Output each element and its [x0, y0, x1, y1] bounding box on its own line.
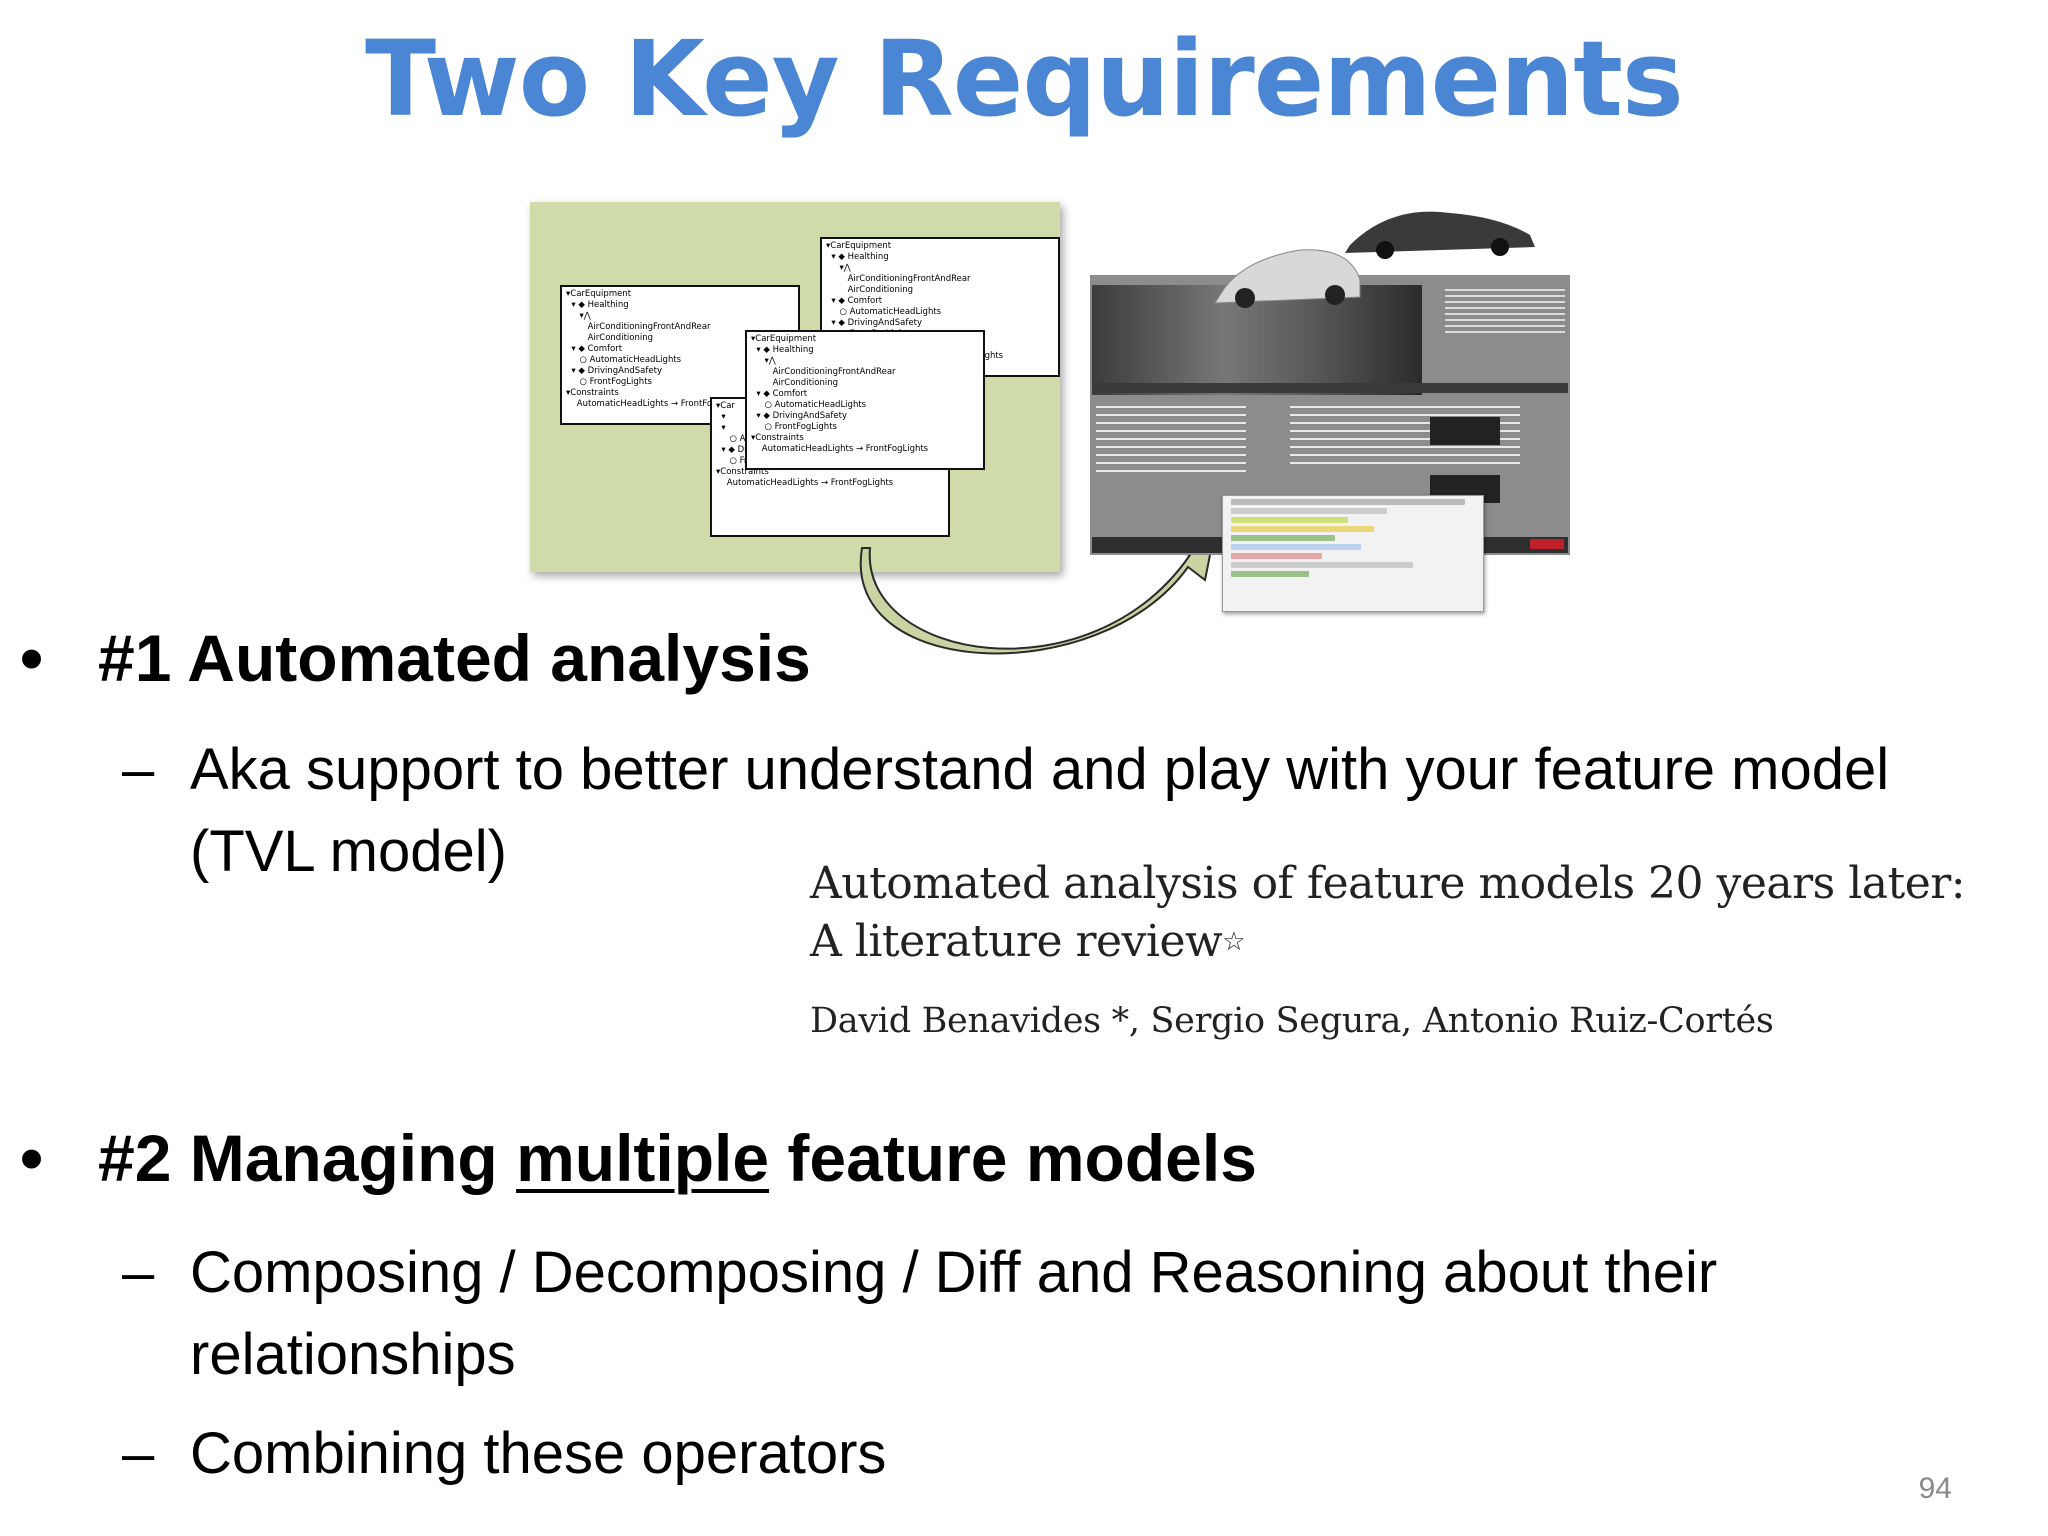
- feature-tree-line: ○ FrontFogLights: [751, 422, 837, 432]
- feature-tree-line: AirConditioning: [826, 285, 913, 295]
- star-footnote-icon: ☆: [1222, 927, 1245, 957]
- bullet-text: #1 Automated analysis: [98, 621, 811, 695]
- feature-tree-line: ▾Constraints: [566, 388, 619, 398]
- dash-marker: –: [122, 1240, 155, 1305]
- car-interior-photo: [1092, 285, 1422, 395]
- feature-tree-line: AirConditioningFrontAndRear: [566, 322, 711, 332]
- car-icon: [1214, 211, 1535, 308]
- page-number: 94: [1918, 1472, 1952, 1505]
- feature-tree-line: ○ AutomaticHeadLights: [751, 400, 867, 410]
- feature-tree-line: AirConditioningFrontAndRear: [826, 274, 971, 284]
- dash-marker: –: [122, 737, 155, 802]
- feature-tree-line: ▾Car: [716, 401, 735, 411]
- option-thumbnail: [1430, 417, 1500, 445]
- slide-title: Two Key Requirements: [365, 18, 1684, 140]
- paper-title: Automated analysis of feature models 20 …: [810, 858, 1966, 967]
- bullet-marker: •: [20, 621, 44, 695]
- feature-tree-line: ▾ ◆ Comfort: [566, 344, 623, 354]
- feature-tree-line: ▾⋀: [566, 311, 591, 321]
- sub-bullet-text: Combining these operators: [190, 1421, 887, 1486]
- paper-authors: David Benavides *, Sergio Segura, Antoni…: [810, 1001, 1774, 1041]
- options-detail-list: [1290, 400, 1520, 510]
- feature-tree-line: ▾⋀: [751, 356, 776, 366]
- feature-tree-line: ▾CarEquipment: [566, 289, 632, 299]
- feature-tree-line: ▾ ◆ Healthing: [826, 252, 889, 262]
- feature-model-card: ▾CarEquipment ▾ ◆ Healthing ▾⋀ AirCondit…: [745, 330, 985, 470]
- feature-tree-line: ▾⋀: [826, 263, 851, 273]
- bullet-text: #2 Managing multiple feature models: [98, 1121, 1257, 1195]
- feature-tree-line: ▾Constraints: [716, 467, 769, 477]
- sub-bullet-text: Composing / Decomposing / Diff and Reaso…: [190, 1240, 1718, 1387]
- feature-tree-line: ▾ ◆ DrivingAndSafety: [566, 366, 662, 376]
- feature-tree-line: ○ AutomaticHeadLights: [826, 307, 942, 317]
- feature-tree-line: ▾ ◆ Healthing: [751, 345, 814, 355]
- feature-tree-line: AirConditioning: [566, 333, 653, 343]
- feature-tree-line: ○ AutomaticHeadLights: [566, 355, 682, 365]
- feature-tree-line: ▾ ◆ DrivingAndSafety: [826, 318, 922, 328]
- feature-tree-line: ▾ ◆ DrivingAndSafety: [751, 411, 847, 421]
- feature-tree-line: AutomaticHeadLights → FrontFogLights: [566, 399, 744, 409]
- feature-tree-line: AutomaticHeadLights → FrontFogLights: [716, 478, 894, 488]
- feature-tree-line: AutomaticHeadLights → FrontFogLights: [751, 444, 929, 454]
- feature-tree-line: AirConditioning: [751, 378, 838, 388]
- feature-tree-line: ▾ ◆ Healthing: [566, 300, 629, 310]
- ide-screenshot: [1222, 495, 1484, 612]
- feature-tree-line: AirConditioningFrontAndRear: [751, 367, 896, 377]
- feature-model-panel: ▾CarEquipment ▾ ◆ Healthing ▾⋀ AirCondit…: [530, 202, 1060, 572]
- paper-citation: Automated analysis of feature models 20 …: [810, 855, 1990, 1075]
- feature-tree-line: ▾CarEquipment: [826, 241, 892, 251]
- feature-tree-line: ▾: [716, 423, 726, 433]
- feature-tree-line: ▾CarEquipment: [751, 334, 817, 344]
- feature-tree-line: ▾ ◆ Comfort: [826, 296, 883, 306]
- next-button: [1530, 539, 1564, 549]
- spec-summary: [1445, 285, 1565, 355]
- options-list: [1096, 400, 1246, 510]
- bullet-marker: •: [20, 1121, 44, 1195]
- feature-tree-line: ▾Constraints: [751, 433, 804, 443]
- feature-tree-line: ▾ ◆ Comfort: [751, 389, 808, 399]
- dash-marker: –: [122, 1421, 155, 1486]
- feature-tree-line: ○ FrontFogLights: [566, 377, 652, 387]
- feature-tree-line: ▾: [716, 412, 726, 422]
- sub-bullet-text: Aka support to better understand and pla…: [190, 737, 1890, 884]
